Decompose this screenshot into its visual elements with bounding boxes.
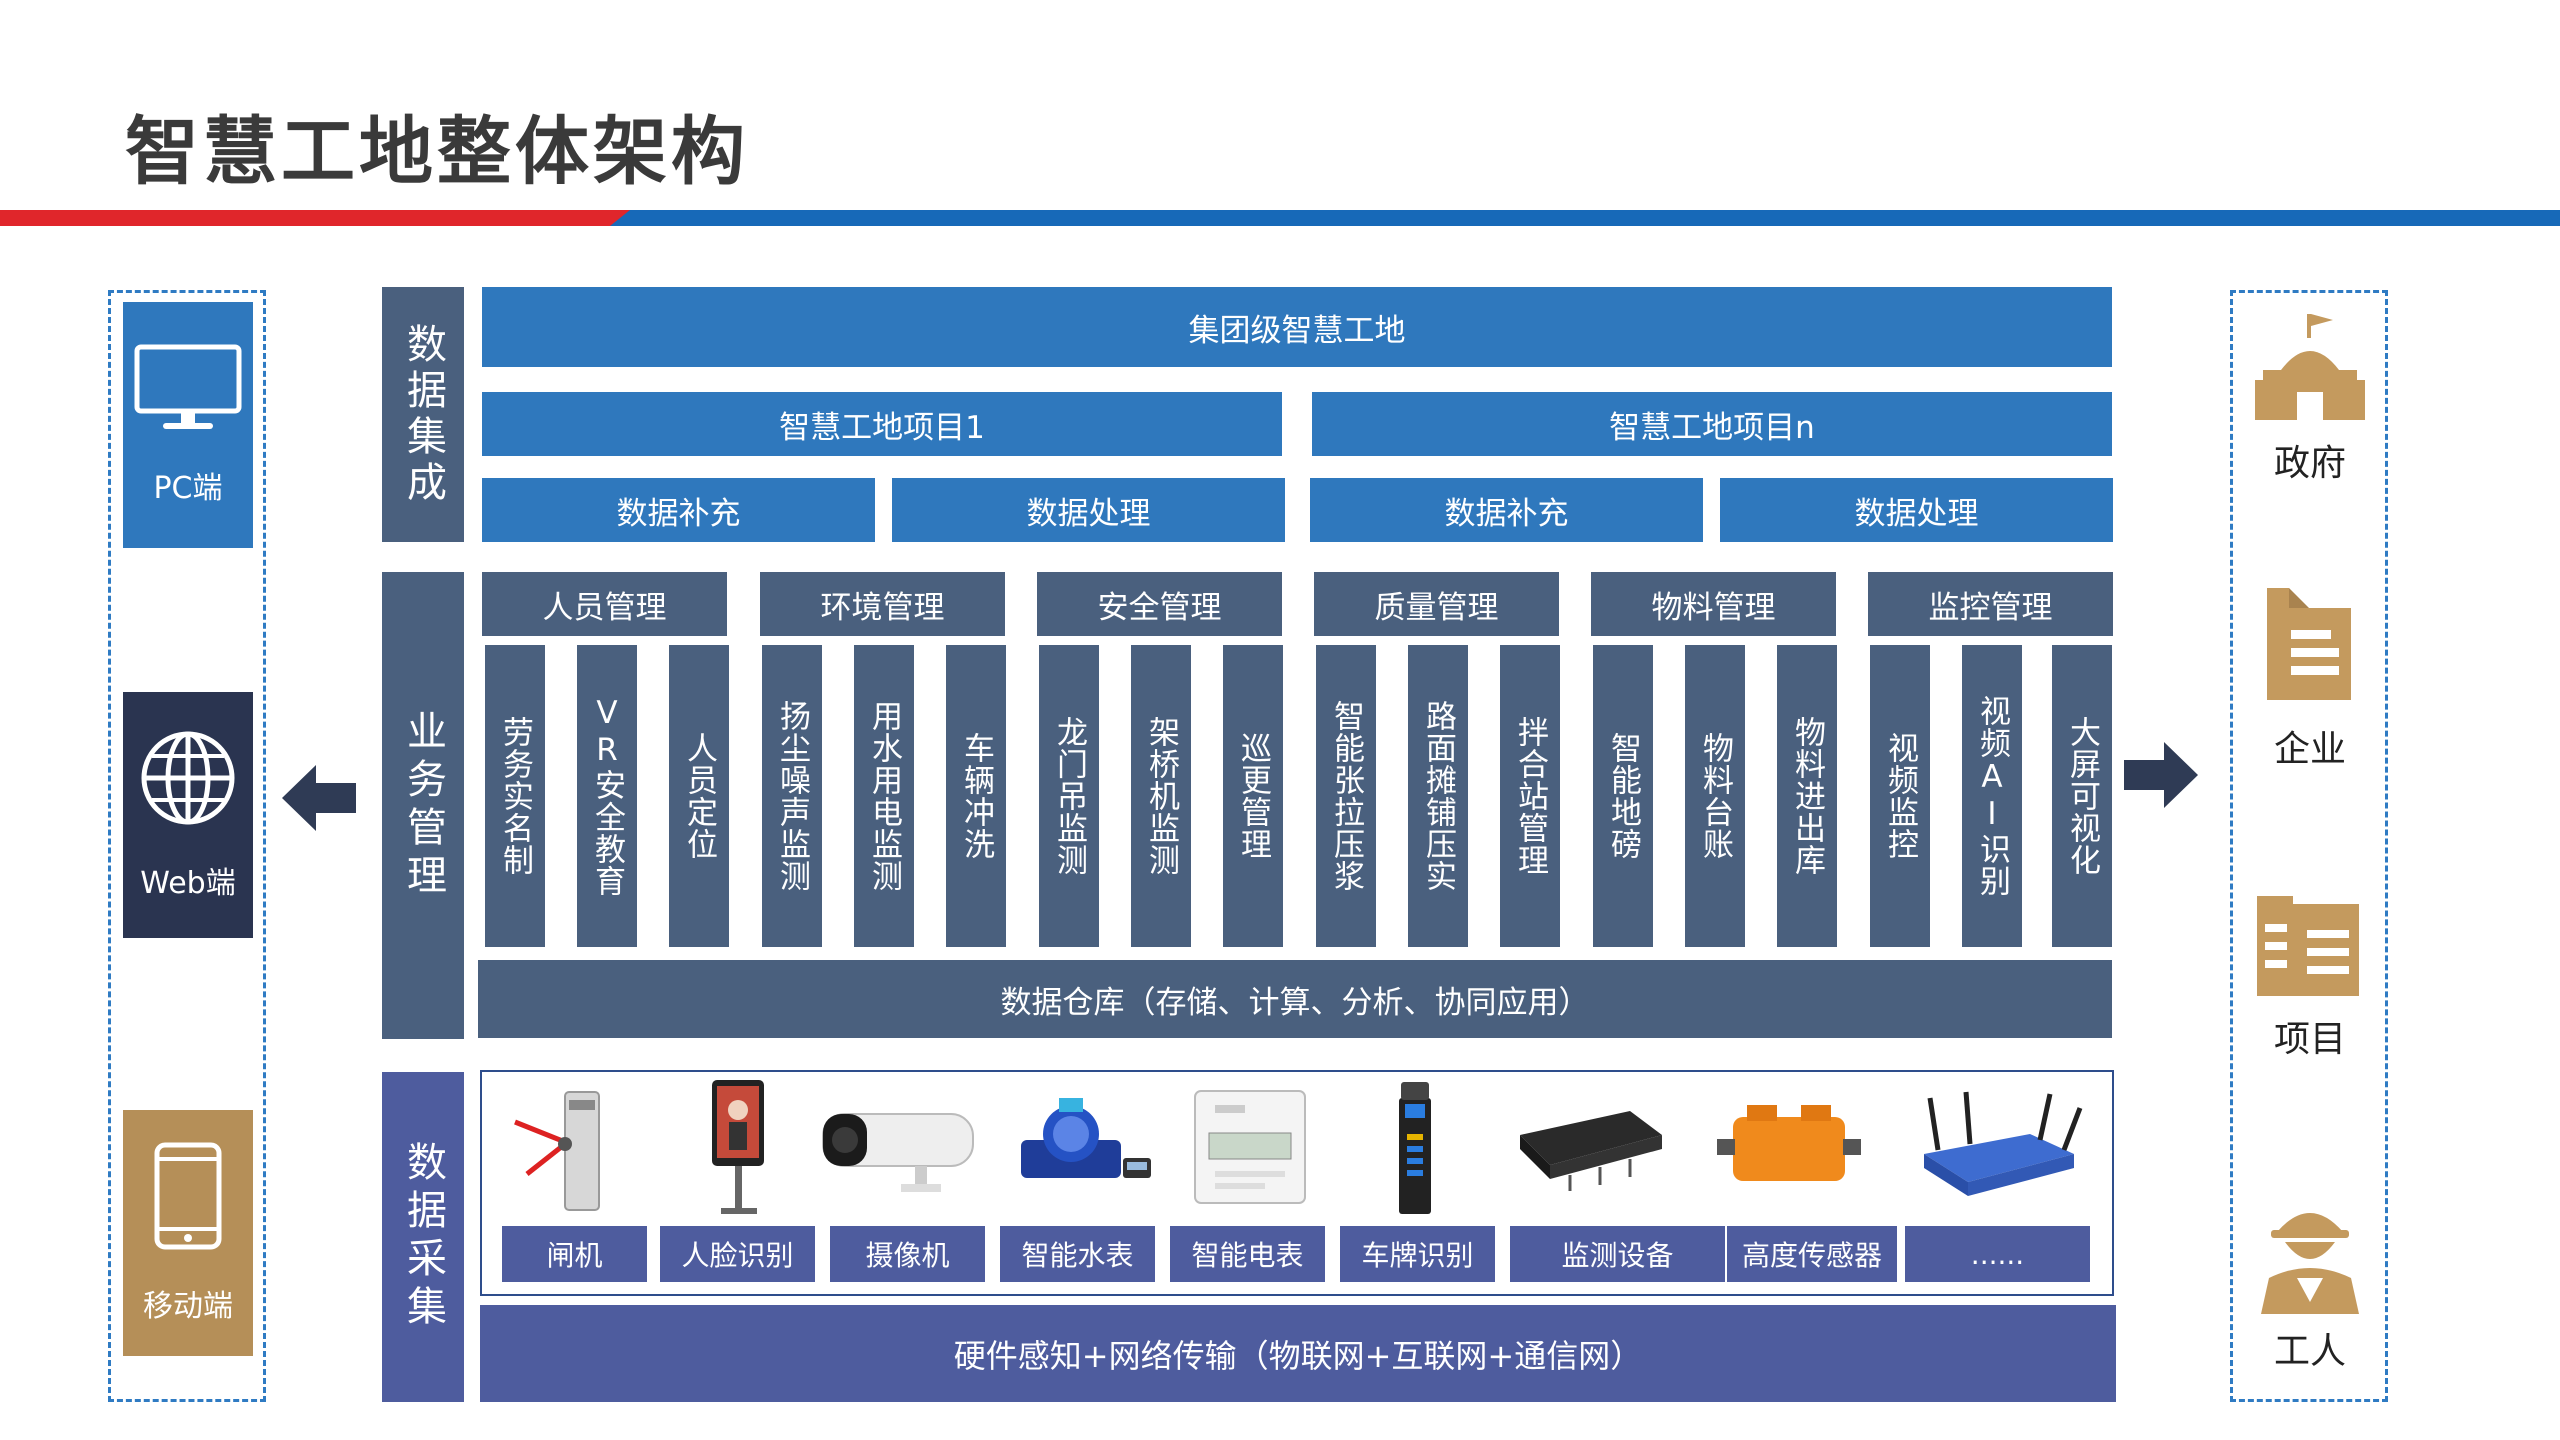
module-item[interactable]: 人员定位	[669, 645, 729, 947]
water-meter-icon	[1015, 1090, 1155, 1205]
arrow-right-icon	[2124, 742, 2198, 808]
stakeholder-worker[interactable]: 工人	[2245, 1192, 2375, 1372]
category-label: 业务管理	[400, 709, 446, 902]
device-label[interactable]: 智能水表	[1000, 1226, 1155, 1282]
category-integration: 数据集成	[382, 287, 464, 542]
page-title: 智慧工地整体架构	[125, 109, 749, 195]
module-item[interactable]: 智能地磅	[1593, 645, 1653, 947]
arrow-left-icon	[282, 765, 356, 831]
data-warehouse-bar[interactable]: 数据仓库（存储、计算、分析、协同应用）	[478, 960, 2112, 1038]
module-header[interactable]: 物料管理	[1591, 572, 1836, 636]
module-item[interactable]: 物料进出库	[1777, 645, 1837, 947]
header-stripe-red	[0, 210, 630, 226]
module-header[interactable]: 安全管理	[1037, 572, 1282, 636]
category-business: 业务管理	[382, 572, 464, 1039]
category-collection: 数据采集	[382, 1072, 464, 1402]
client-label: PC端	[153, 471, 223, 506]
module-item[interactable]: 用水用电监测	[854, 645, 914, 947]
module-item[interactable]: 扬尘噪声监测	[762, 645, 822, 947]
globe-icon	[138, 728, 238, 832]
module-item[interactable]: 智能张拉压浆	[1316, 645, 1376, 947]
enterprise-document-icon	[2259, 584, 2359, 704]
stakeholder-project[interactable]: 项目	[2245, 888, 2375, 1068]
face-recognition-icon	[695, 1078, 785, 1218]
stakeholder-label: 企业	[2273, 729, 2346, 770]
stakeholder-enterprise[interactable]: 企业	[2245, 580, 2375, 780]
electric-meter-icon	[1185, 1085, 1315, 1210]
client-mobile[interactable]: 移动端	[123, 1110, 253, 1356]
module-item[interactable]: 龙门吊监测	[1039, 645, 1099, 947]
project-box-1[interactable]: 智慧工地项目1	[482, 392, 1282, 456]
license-plate-recognition-icon	[1385, 1078, 1445, 1218]
monitoring-device-icon	[1510, 1095, 1670, 1205]
stakeholder-label: 项目	[2273, 1019, 2346, 1060]
module-item[interactable]: 劳务实名制	[485, 645, 545, 947]
camera-icon	[815, 1100, 985, 1200]
monitor-icon	[133, 343, 243, 437]
device-label[interactable]: 人脸识别	[660, 1226, 815, 1282]
data-supplement-box[interactable]: 数据补充	[482, 478, 875, 542]
category-label: 数据采集	[400, 1141, 446, 1333]
stakeholder-label: 政府	[2273, 443, 2346, 484]
turnstile-icon	[505, 1082, 645, 1222]
module-header[interactable]: 环境管理	[760, 572, 1005, 636]
stakeholder-government[interactable]: 政府	[2245, 306, 2375, 496]
smartphone-icon	[153, 1141, 223, 1255]
module-header[interactable]: 质量管理	[1314, 572, 1559, 636]
data-supplement-box[interactable]: 数据补充	[1310, 478, 1703, 542]
header-stripe-blue	[610, 210, 2560, 226]
module-item[interactable]: 架桥机监测	[1131, 645, 1191, 947]
device-label[interactable]: 监测设备	[1510, 1226, 1725, 1282]
government-building-icon	[2251, 312, 2369, 422]
module-header[interactable]: 监控管理	[1868, 572, 2113, 636]
client-web[interactable]: Web端	[123, 692, 253, 938]
module-item[interactable]: 拌合站管理	[1500, 645, 1560, 947]
module-item[interactable]: 物料台账	[1685, 645, 1745, 947]
device-label[interactable]: 闸机	[502, 1226, 647, 1282]
device-label[interactable]: 高度传感器	[1727, 1226, 1897, 1282]
project-box-n[interactable]: 智慧工地项目n	[1312, 392, 2112, 456]
module-item[interactable]: 视频AI识别	[1962, 645, 2022, 947]
stakeholder-label: 工人	[2273, 1331, 2346, 1372]
devices-panel	[480, 1070, 2114, 1296]
device-label[interactable]: 摄像机	[830, 1226, 985, 1282]
module-item[interactable]: 视频监控	[1870, 645, 1930, 947]
group-level-box[interactable]: 集团级智慧工地	[482, 287, 2112, 367]
client-label: Web端	[140, 866, 236, 901]
clients-panel	[108, 290, 266, 1402]
client-pc[interactable]: PC端	[123, 302, 253, 548]
hardware-network-bar[interactable]: 硬件感知+网络传输（物联网+互联网+通信网）	[480, 1305, 2116, 1402]
module-item[interactable]: VR安全教育	[577, 645, 637, 947]
data-processing-box[interactable]: 数据处理	[1720, 478, 2113, 542]
data-processing-box[interactable]: 数据处理	[892, 478, 1285, 542]
module-item[interactable]: 车辆冲洗	[946, 645, 1006, 947]
module-item[interactable]: 路面摊铺压实	[1408, 645, 1468, 947]
device-label[interactable]: 智能电表	[1170, 1226, 1325, 1282]
module-item[interactable]: 巡更管理	[1223, 645, 1283, 947]
client-label: 移动端	[143, 1289, 233, 1324]
stakeholders-panel	[2230, 290, 2388, 1402]
module-item[interactable]: 大屏可视化	[2052, 645, 2112, 947]
device-label[interactable]: 车牌识别	[1340, 1226, 1495, 1282]
module-header[interactable]: 人员管理	[482, 572, 727, 636]
router-icon	[1910, 1088, 2085, 1213]
device-label[interactable]: ......	[1905, 1226, 2090, 1282]
worker-icon	[2253, 1194, 2367, 1316]
category-label: 数据集成	[400, 322, 446, 507]
project-folder-icon	[2253, 890, 2365, 1000]
height-sensor-icon	[1715, 1095, 1865, 1205]
